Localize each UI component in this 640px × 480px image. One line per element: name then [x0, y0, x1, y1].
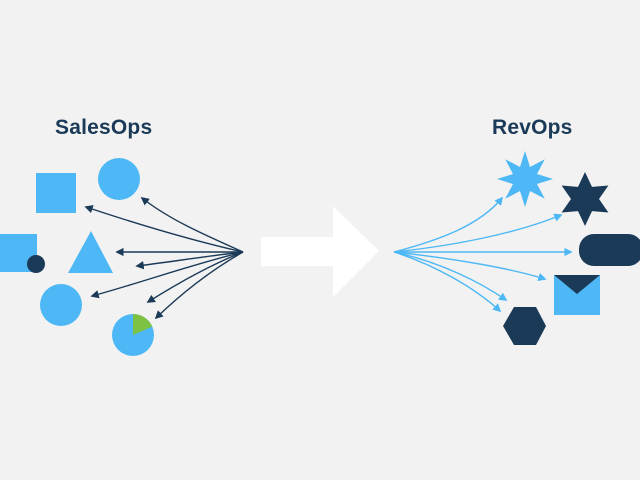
- pie-slice-green: [133, 314, 153, 335]
- salesops-shapes: [0, 158, 154, 356]
- arrow-to-pie-upper: [146, 251, 244, 303]
- triangle-shape: [68, 231, 113, 273]
- arrow-to-hexagon-upper: [393, 251, 508, 301]
- pie-chart-shape: [112, 314, 154, 356]
- arrow-to-triangle-low: [135, 251, 244, 270]
- six-point-star-shape: [561, 172, 609, 226]
- envelope-shape: [554, 275, 600, 315]
- salesops-arrows: [84, 196, 244, 320]
- arrow-to-hexagon: [393, 251, 502, 313]
- arrow-to-circle-top: [140, 196, 244, 253]
- hexagon-shape: [503, 307, 546, 345]
- circle-shape-top: [98, 158, 140, 200]
- arrow-to-pie: [154, 251, 244, 320]
- arrow-to-eight-star: [393, 196, 504, 253]
- envelope-flap: [554, 275, 600, 294]
- arrow-to-circle-bottom: [90, 251, 244, 299]
- arrow-to-six-star: [393, 213, 563, 253]
- revops-shapes: [497, 151, 640, 345]
- pill-shape: [579, 234, 640, 266]
- salesops-title: SalesOps: [55, 116, 153, 139]
- square-shape: [36, 173, 76, 213]
- arrow-to-square: [84, 205, 244, 253]
- eight-point-star-shape: [497, 151, 553, 207]
- revops-arrows: [393, 196, 573, 313]
- revops-title: RevOps: [492, 116, 573, 139]
- arrow-to-envelope: [393, 251, 547, 281]
- right-arrow-icon: [261, 206, 379, 297]
- circle-shape-bottom: [40, 284, 82, 326]
- dot-shape: [27, 255, 45, 273]
